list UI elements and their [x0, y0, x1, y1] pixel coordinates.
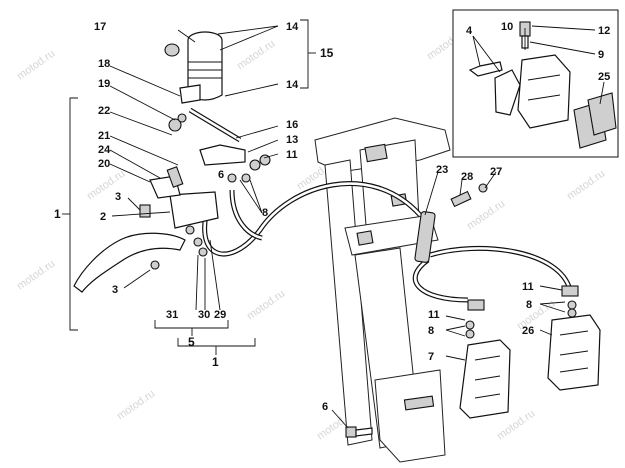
callout-3: 3 [112, 284, 118, 296]
inset-caliper [517, 54, 571, 129]
callout-1: 1 [54, 207, 61, 221]
callout-25: 25 [598, 71, 610, 83]
callout-6: 6 [322, 401, 328, 413]
callout-labels: 17 14 15 14 18 19 22 21 24 20 16 13 11 8… [54, 21, 610, 413]
callout-16: 16 [286, 119, 298, 131]
watermark: motod.ru [245, 288, 287, 323]
callout-11: 11 [286, 149, 298, 161]
callout-19: 19 [98, 78, 110, 90]
bracket-bottom [177, 338, 256, 347]
callout-26: 26 [522, 325, 534, 337]
callout-8: 8 [526, 299, 532, 311]
callout-6: 6 [218, 169, 224, 181]
callout-15: 15 [320, 46, 334, 60]
watermark: motod.ru [465, 198, 507, 233]
splitter-block [414, 211, 436, 263]
caliper-right-body [547, 314, 601, 391]
callout-20: 20 [98, 158, 110, 170]
callout-8: 8 [428, 325, 434, 337]
fork-leg-bottom [374, 369, 446, 463]
callout-14: 14 [286, 21, 299, 33]
callout-5: 5 [188, 335, 195, 349]
callout-17: 17 [94, 21, 106, 33]
callout-11: 11 [428, 309, 440, 321]
guide-screw [478, 183, 488, 193]
axle-clamp [403, 395, 435, 411]
clamp-bolt [364, 143, 388, 163]
fork-tube-left [324, 159, 373, 446]
callout-4: 4 [466, 25, 473, 37]
brake-hoses [202, 181, 573, 303]
master-cylinder-assembly [73, 31, 271, 293]
callout-9: 9 [598, 49, 604, 61]
callout-27: 27 [490, 166, 502, 178]
watermark: motod.ru [15, 258, 57, 293]
callout-14: 14 [286, 79, 299, 91]
brake-lever [73, 232, 186, 293]
callout-21: 21 [98, 130, 110, 142]
inset-pin [494, 69, 521, 116]
fork-assembly [314, 117, 451, 463]
inset-pin-bolt [468, 61, 503, 77]
fitting-block [199, 144, 246, 166]
callout-31: 31 [166, 309, 178, 321]
lower-triple-clamp [344, 214, 439, 256]
pivot-bolt [139, 204, 151, 218]
caliper-bolt [345, 426, 373, 438]
caliper-right [547, 285, 601, 391]
bolt-head [259, 154, 271, 166]
callout-24: 24 [98, 144, 111, 156]
hose-to-right-caliper [429, 245, 573, 291]
watermark: motod.ru [115, 388, 157, 423]
leader-lines [109, 25, 605, 429]
hose-splitter [414, 211, 436, 263]
caliper-left-body [459, 339, 511, 419]
callout-8: 8 [262, 207, 268, 219]
callout-23: 23 [436, 164, 448, 176]
inset-box [452, 9, 619, 158]
callout-22: 22 [98, 105, 110, 117]
hose-to-left-caliper [412, 257, 469, 303]
callout-1-bottom: 1 [212, 355, 219, 369]
callout-3: 3 [115, 191, 121, 203]
master-cylinder-body [169, 191, 219, 229]
hose-guide [450, 190, 472, 208]
bracket-sub [154, 320, 229, 329]
callout-11: 11 [522, 281, 534, 293]
callout-10: 10 [501, 21, 513, 33]
reservoir-screw [164, 43, 180, 57]
callout-18: 18 [98, 58, 110, 70]
brake-pad [587, 92, 617, 136]
reservoir-bracket [179, 84, 201, 104]
bracket-left [69, 97, 78, 331]
watermark: motod.ru [565, 168, 607, 203]
callout-30: 30 [198, 309, 210, 321]
bracket-right [300, 19, 309, 89]
callout-13: 13 [286, 134, 298, 146]
callout-7: 7 [428, 351, 434, 363]
callout-12: 12 [598, 25, 610, 37]
watermark: motod.ru [15, 48, 57, 83]
callout-29: 29 [214, 309, 226, 321]
hose-clip [168, 118, 182, 132]
callout-28: 28 [461, 171, 473, 183]
washer [249, 159, 261, 171]
callout-2: 2 [100, 211, 106, 223]
caliper-left [459, 299, 511, 419]
clamp-bolt [356, 230, 374, 246]
watermark: motod.ru [235, 38, 277, 73]
group-brackets [62, 19, 316, 355]
